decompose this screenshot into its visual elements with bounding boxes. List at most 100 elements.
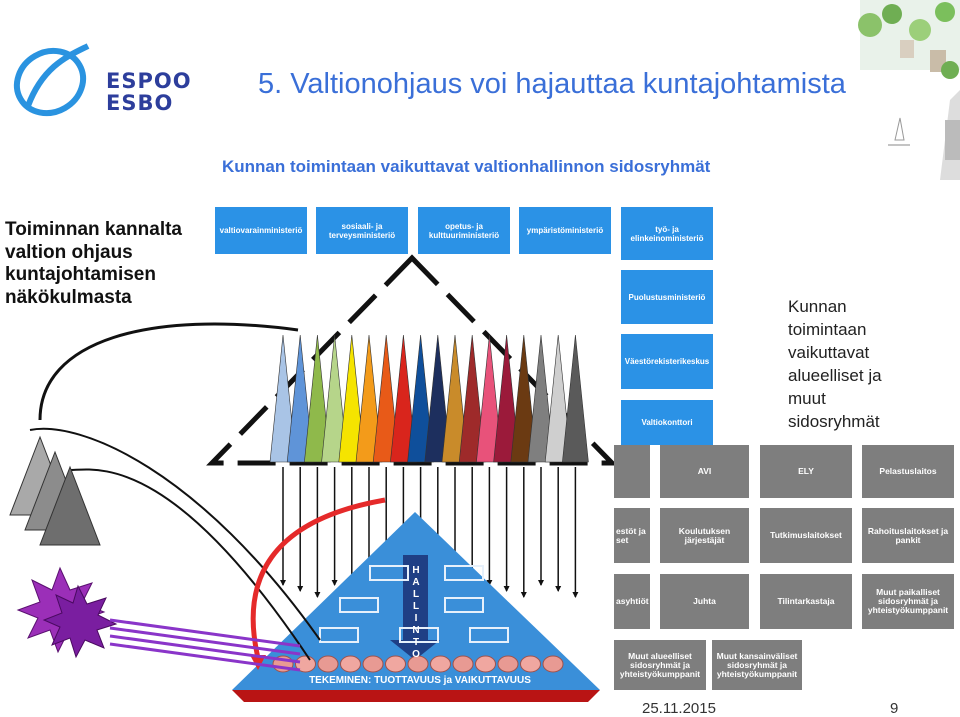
left-caption-line: valtion ohjaus — [5, 241, 133, 263]
cone — [527, 334, 555, 463]
red-curved-arrow — [250, 497, 386, 659]
right-caption-line: Kunnan — [788, 297, 847, 316]
down-arrowhead — [297, 586, 304, 592]
left-caption-line: Toiminnan kannalta — [5, 219, 183, 240]
regional-box: Pelastuslaitos — [862, 445, 954, 498]
cone — [269, 334, 297, 463]
cone — [476, 334, 503, 463]
purple-arrows — [109, 618, 301, 672]
cone — [338, 334, 366, 463]
cone — [355, 334, 383, 463]
logo: ESPOO ESBO — [8, 36, 198, 126]
regional-box: Rahoituslaitokset ja pankit — [862, 508, 954, 563]
face-icon — [407, 655, 429, 673]
face-icon — [362, 655, 384, 673]
logo-swirl-icon — [13, 43, 90, 117]
regional-box: asyhtiöt — [614, 574, 650, 629]
cones-group — [269, 334, 589, 463]
left-caption-line: kuntajohtamisen — [5, 264, 156, 285]
grey-triangle — [39, 465, 101, 546]
face-icon — [340, 655, 361, 673]
regional-box: Tilintarkastaja — [760, 574, 852, 629]
down-arrowhead — [503, 586, 510, 592]
city-illustration — [858, 0, 960, 180]
right-caption-line: muut — [788, 389, 826, 408]
ministry-box: valtiovarainministeriö — [215, 207, 307, 254]
hallinto-letter: L — [412, 589, 420, 600]
slide-title: 5. Valtionohjaus voi hajauttaa kuntajoht… — [258, 68, 846, 100]
hallinto-letter: N — [412, 625, 420, 636]
cone — [493, 334, 520, 463]
face-icon — [295, 655, 316, 673]
cone — [390, 334, 417, 463]
right-caption: Kunnan toimintaan vaikuttavat alueellise… — [788, 295, 882, 433]
footer-date: 25.11.2015 — [642, 700, 716, 717]
ministry-box: sosiaali- ja terveysministeriö — [316, 207, 408, 254]
hallinto-letter: H — [412, 565, 420, 576]
agency-box: Puolustusministeriö — [621, 270, 713, 324]
cone — [510, 334, 538, 463]
cone — [372, 334, 400, 463]
hallinto-label: H A L L I N T O — [408, 565, 424, 661]
ministry-box: ympäristöministeriö — [519, 207, 611, 254]
left-caption: Toiminnan kannalta valtion ohjaus kuntaj… — [5, 219, 182, 309]
right-caption-line: toimintaan — [788, 320, 867, 339]
face-icon — [520, 655, 541, 673]
ministry-box: opetus- ja kulttuuriministeriö — [418, 207, 510, 254]
regional-box: Muut paikalliset sidosryhmät ja yhteisty… — [862, 574, 954, 629]
agency-box: Valtiokonttori — [621, 400, 713, 445]
regional-box: estöt ja set — [614, 508, 650, 563]
cone — [304, 334, 331, 463]
cone — [544, 334, 572, 463]
red-arrowhead — [250, 655, 266, 670]
page-number: 9 — [890, 700, 899, 717]
starburst-icon — [42, 584, 118, 659]
regional-box: Muut alueelliset sidosryhmät ja yhteisty… — [614, 640, 706, 690]
down-arrowhead — [280, 580, 286, 586]
logo-line2: ESBO — [106, 91, 174, 115]
face-icon — [475, 655, 496, 673]
down-arrowhead — [314, 592, 321, 598]
diagram-subtitle: Kunnan toimintaan vaikuttavat valtionhal… — [222, 157, 711, 176]
face-icon — [430, 655, 451, 673]
regional-box: Tutkimuslaitokset — [760, 508, 852, 563]
cone — [441, 334, 469, 463]
base-label: TEKEMINEN: TUOTTAVUUS ja VAIKUTTAVUUS — [309, 675, 531, 686]
cone — [562, 334, 589, 463]
cone — [424, 334, 452, 463]
hallinto-arrow — [390, 555, 440, 660]
hallinto-letter: I — [414, 613, 418, 624]
right-caption-line: sidosryhmät — [788, 412, 880, 431]
curved-arrow — [38, 322, 299, 421]
pyramid-base — [232, 690, 600, 702]
down-arrowhead — [555, 586, 562, 592]
ministry-box: työ- ja elinkeinoministeriö — [621, 207, 713, 260]
regional-box: ELY — [760, 445, 852, 498]
regional-box: Koulutuksen järjestäjät — [660, 508, 749, 563]
down-arrowhead — [538, 580, 544, 586]
agency-box: Väestörekisterikeskus — [621, 334, 713, 389]
hallinto-letter: O — [412, 649, 420, 660]
cone — [321, 334, 348, 463]
logo-line1: ESPOO — [106, 69, 192, 93]
regional-box: AVI — [660, 445, 749, 498]
cone — [458, 334, 486, 463]
face-icon — [317, 655, 339, 673]
down-arrowhead — [331, 580, 338, 586]
cone — [286, 334, 314, 463]
regional-box: Juhta — [660, 574, 749, 629]
right-caption-line: alueelliset ja — [788, 366, 882, 385]
hallinto-letter: L — [412, 601, 420, 612]
curved-arrow — [29, 427, 321, 641]
cone — [407, 334, 434, 463]
face-icon — [497, 655, 519, 673]
right-caption-line: vaikuttavat — [788, 343, 870, 362]
down-arrowhead — [520, 592, 527, 598]
regional-box — [614, 445, 650, 498]
face-icon — [542, 655, 564, 673]
face-icon — [452, 655, 474, 673]
regional-box: Muut kansainväliset sidosryhmät ja yhtei… — [712, 640, 802, 690]
down-arrowhead — [572, 592, 579, 598]
down-arrowhead — [486, 580, 493, 586]
